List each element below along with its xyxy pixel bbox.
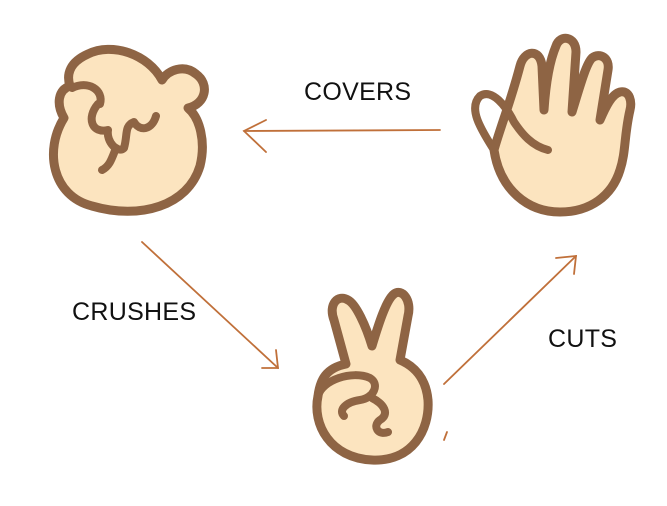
label-covers: COVERS — [304, 78, 412, 106]
paper-hand-icon — [471, 33, 636, 217]
scissors-hand-icon — [312, 288, 433, 465]
arrow-crushes — [141, 241, 280, 369]
stray-mark — [443, 431, 448, 441]
rock-fist-icon — [48, 44, 209, 216]
label-cuts: CUTS — [548, 325, 618, 353]
arrow-cuts — [443, 254, 578, 385]
arrow-covers — [242, 119, 441, 153]
label-crushes: CRUSHES — [72, 298, 197, 326]
